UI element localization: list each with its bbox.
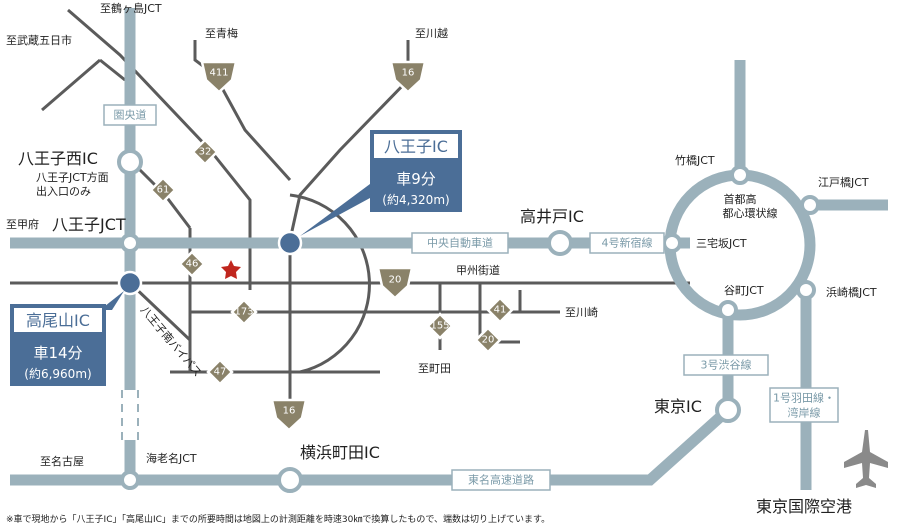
route-20-b-shield: 20 xyxy=(474,326,502,354)
star-icon xyxy=(221,260,241,279)
label-hachioji-nishi-ic: 八王子西IC xyxy=(18,149,98,168)
sanzakazaka-jct-marker xyxy=(662,233,682,253)
tanimachi-jct-marker xyxy=(718,300,738,320)
svg-text:16: 16 xyxy=(283,406,296,417)
footnote: ※車で現地から「八王子IC」「高尾山IC」までの所要時間は地図上の計測距離を時速… xyxy=(6,515,551,525)
label-takebashi-jct: 竹橋JCT xyxy=(675,153,715,167)
takao-ic-callout-name: 高尾山IC xyxy=(26,311,90,330)
label-yokohama-machida-ic: 横浜町田IC xyxy=(300,443,380,462)
svg-text:圏央道: 圏央道 xyxy=(114,108,147,122)
route-173-shield: 173 xyxy=(230,298,258,326)
hachioji-ic-callout-distance: (約4,320m) xyxy=(382,192,449,207)
interchanges xyxy=(117,149,820,493)
svg-text:中央自動車道: 中央自動車道 xyxy=(427,236,493,250)
route-20-a-shield: 20 xyxy=(376,266,414,300)
svg-text:20: 20 xyxy=(482,335,495,346)
label-bypass: 八王子南バイパス xyxy=(138,304,204,380)
label-takaido-ic: 高井戸IC xyxy=(520,207,584,226)
route-47-shield: 47 xyxy=(206,358,234,386)
hamazakibashi-jct-marker xyxy=(796,280,816,300)
label-shuto-loop-2: 都心環状線 xyxy=(723,206,778,220)
hachioji-ic-callout-name: 八王子IC xyxy=(384,137,448,156)
airplane-icon xyxy=(844,430,888,488)
tomei-tag: 東名高速道路 xyxy=(451,469,551,491)
hachioji-ic-marker xyxy=(277,230,303,256)
svg-text:155: 155 xyxy=(430,321,449,332)
ebina-jct-marker xyxy=(120,470,140,490)
svg-text:61: 61 xyxy=(157,185,170,196)
svg-text:湾岸線: 湾岸線 xyxy=(788,406,821,420)
label-hachioji-nishi-note1: 八王子JCT方面 xyxy=(36,170,109,184)
takao-ic-marker xyxy=(117,270,143,296)
hachioji-ic-callout: 八王子IC 車9分 (約4,320m) xyxy=(300,130,462,236)
svg-text:46: 46 xyxy=(186,259,199,270)
label-hamazakibashi-jct: 浜崎橋JCT xyxy=(826,285,877,299)
hachioji-nishi-ic-marker xyxy=(117,149,143,175)
label-koshu-kaido: 甲州街道 xyxy=(456,263,500,277)
label-haneda-airport: 東京国際空港 xyxy=(756,497,852,516)
takao-ic-callout-distance: (約6,960m) xyxy=(24,366,91,381)
takaido-ic-marker xyxy=(547,230,573,256)
label-kawagoe: 至川越 xyxy=(415,26,448,40)
kenodo-tag: 圏央道 xyxy=(103,104,157,126)
shinjuku4-tag: 4号新宿線 xyxy=(589,232,665,254)
hachioji-ic-callout-time: 車9分 xyxy=(396,170,436,188)
svg-text:東名高速道路: 東名高速道路 xyxy=(468,473,534,487)
label-kawasaki: 至川崎 xyxy=(565,305,598,319)
label-shuto-loop-1: 首都高 xyxy=(724,192,757,206)
edobashi-jct-marker xyxy=(800,195,820,215)
svg-text:4号新宿線: 4号新宿線 xyxy=(602,236,653,250)
chuo-tag: 中央自動車道 xyxy=(411,232,509,254)
svg-text:3号渋谷線: 3号渋谷線 xyxy=(701,358,752,372)
route-16-bottom-shield: 16 xyxy=(270,398,308,432)
hachioji-jct-marker xyxy=(120,233,140,253)
route-155-shield: 155 xyxy=(426,312,454,340)
place-labels: 至鶴ヶ島JCT 至武蔵五日市 至青梅 至川越 八王子西IC 八王子JCT方面 出… xyxy=(6,1,877,516)
label-ebina-jct: 海老名JCT xyxy=(146,451,197,465)
svg-text:1号羽田線・: 1号羽田線・ xyxy=(773,391,835,405)
label-machida: 至町田 xyxy=(418,362,451,375)
svg-text:41: 41 xyxy=(494,305,507,316)
expressway-tags: 圏央道 中央自動車道 4号新宿線 3号渋谷線 1号羽田線・ 湾岸線 東名高速道路 xyxy=(103,104,839,491)
label-koufu: 至甲府 xyxy=(6,217,39,231)
tokyo-ic-marker xyxy=(715,397,741,423)
svg-text:47: 47 xyxy=(214,367,227,378)
route-16-top-shield: 16 xyxy=(389,60,427,94)
haneda1-tag: 1号羽田線・ 湾岸線 xyxy=(769,387,839,423)
local-roads xyxy=(10,8,690,410)
route-411-shield: 411 xyxy=(200,60,238,94)
label-nagoya: 至名古屋 xyxy=(40,454,84,468)
svg-text:16: 16 xyxy=(402,68,415,79)
svg-text:20: 20 xyxy=(389,275,402,286)
label-edobashi-jct: 江戸橋JCT xyxy=(818,175,869,189)
takebashi-jct-marker xyxy=(730,165,750,185)
svg-text:32: 32 xyxy=(199,147,212,158)
label-tanimachi-jct: 谷町JCT xyxy=(724,284,764,297)
yokohama-machida-ic-marker xyxy=(277,467,303,493)
route-41-shield: 41 xyxy=(486,296,514,324)
label-tsurugashima-jct: 至鶴ヶ島JCT xyxy=(100,1,162,15)
shibuya3-tag: 3号渋谷線 xyxy=(683,354,769,376)
route-32-shield: 32 xyxy=(191,138,219,166)
road-shields: 411 16 32 61 46 20 173 155 xyxy=(149,60,514,432)
label-sanzakazaka-jct: 三宅坂JCT xyxy=(696,236,747,250)
route-61-shield: 61 xyxy=(149,176,177,204)
svg-text:411: 411 xyxy=(209,68,228,79)
route-46-shield: 46 xyxy=(178,250,206,278)
takao-ic-callout: 高尾山IC 車14分 (約6,960m) xyxy=(10,291,124,386)
takao-ic-callout-time: 車14分 xyxy=(33,344,82,362)
label-musashi-itsukaichi: 至武蔵五日市 xyxy=(6,33,72,47)
label-hachioji-jct: 八王子JCT xyxy=(52,215,126,234)
label-tokyo-ic: 東京IC xyxy=(654,397,702,416)
svg-text:173: 173 xyxy=(234,307,253,318)
label-hachioji-nishi-note2: 出入口のみ xyxy=(36,184,91,198)
label-oume: 至青梅 xyxy=(205,26,238,40)
